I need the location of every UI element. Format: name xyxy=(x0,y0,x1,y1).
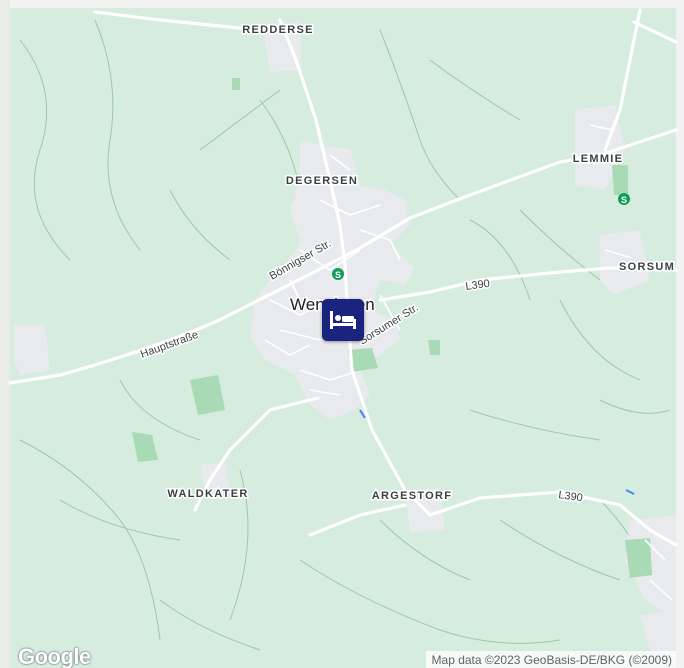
transit-stop-lemmie-glyph: S xyxy=(621,195,627,205)
road-label-l390-north: L390 xyxy=(465,278,491,293)
hotel-marker[interactable] xyxy=(322,299,364,341)
stream-network xyxy=(19,19,671,651)
map-left-edge xyxy=(0,0,10,668)
road-label-l390-south: L390 xyxy=(558,489,584,504)
place-label-argestorf: ARGESTORF xyxy=(372,490,453,502)
transit-stop-wennigsen-glyph: S xyxy=(335,270,341,280)
park-areas xyxy=(132,78,652,578)
pond xyxy=(625,489,635,495)
map-top-edge xyxy=(0,0,684,8)
main-roads xyxy=(8,8,678,547)
transit-stop-wennigsen[interactable]: S xyxy=(332,268,344,280)
map-attribution[interactable]: Map data ©2023 GeoBasis-DE/BKG (©2009) xyxy=(425,651,676,668)
map-right-edge xyxy=(676,0,684,668)
transit-stop-lemmie[interactable]: S xyxy=(618,193,630,205)
hotel-bed-icon xyxy=(330,311,356,329)
place-label-degersen: DEGERSEN xyxy=(286,175,358,187)
stream-segment xyxy=(359,409,366,419)
place-label-sorsum: SORSUM xyxy=(619,261,675,273)
place-label-redderse: REDDERSE xyxy=(242,24,314,36)
place-label-waldkater: WALDKATER xyxy=(167,488,248,500)
google-logo: Google xyxy=(18,644,91,668)
place-label-lemmie: LEMMIE xyxy=(573,153,624,165)
